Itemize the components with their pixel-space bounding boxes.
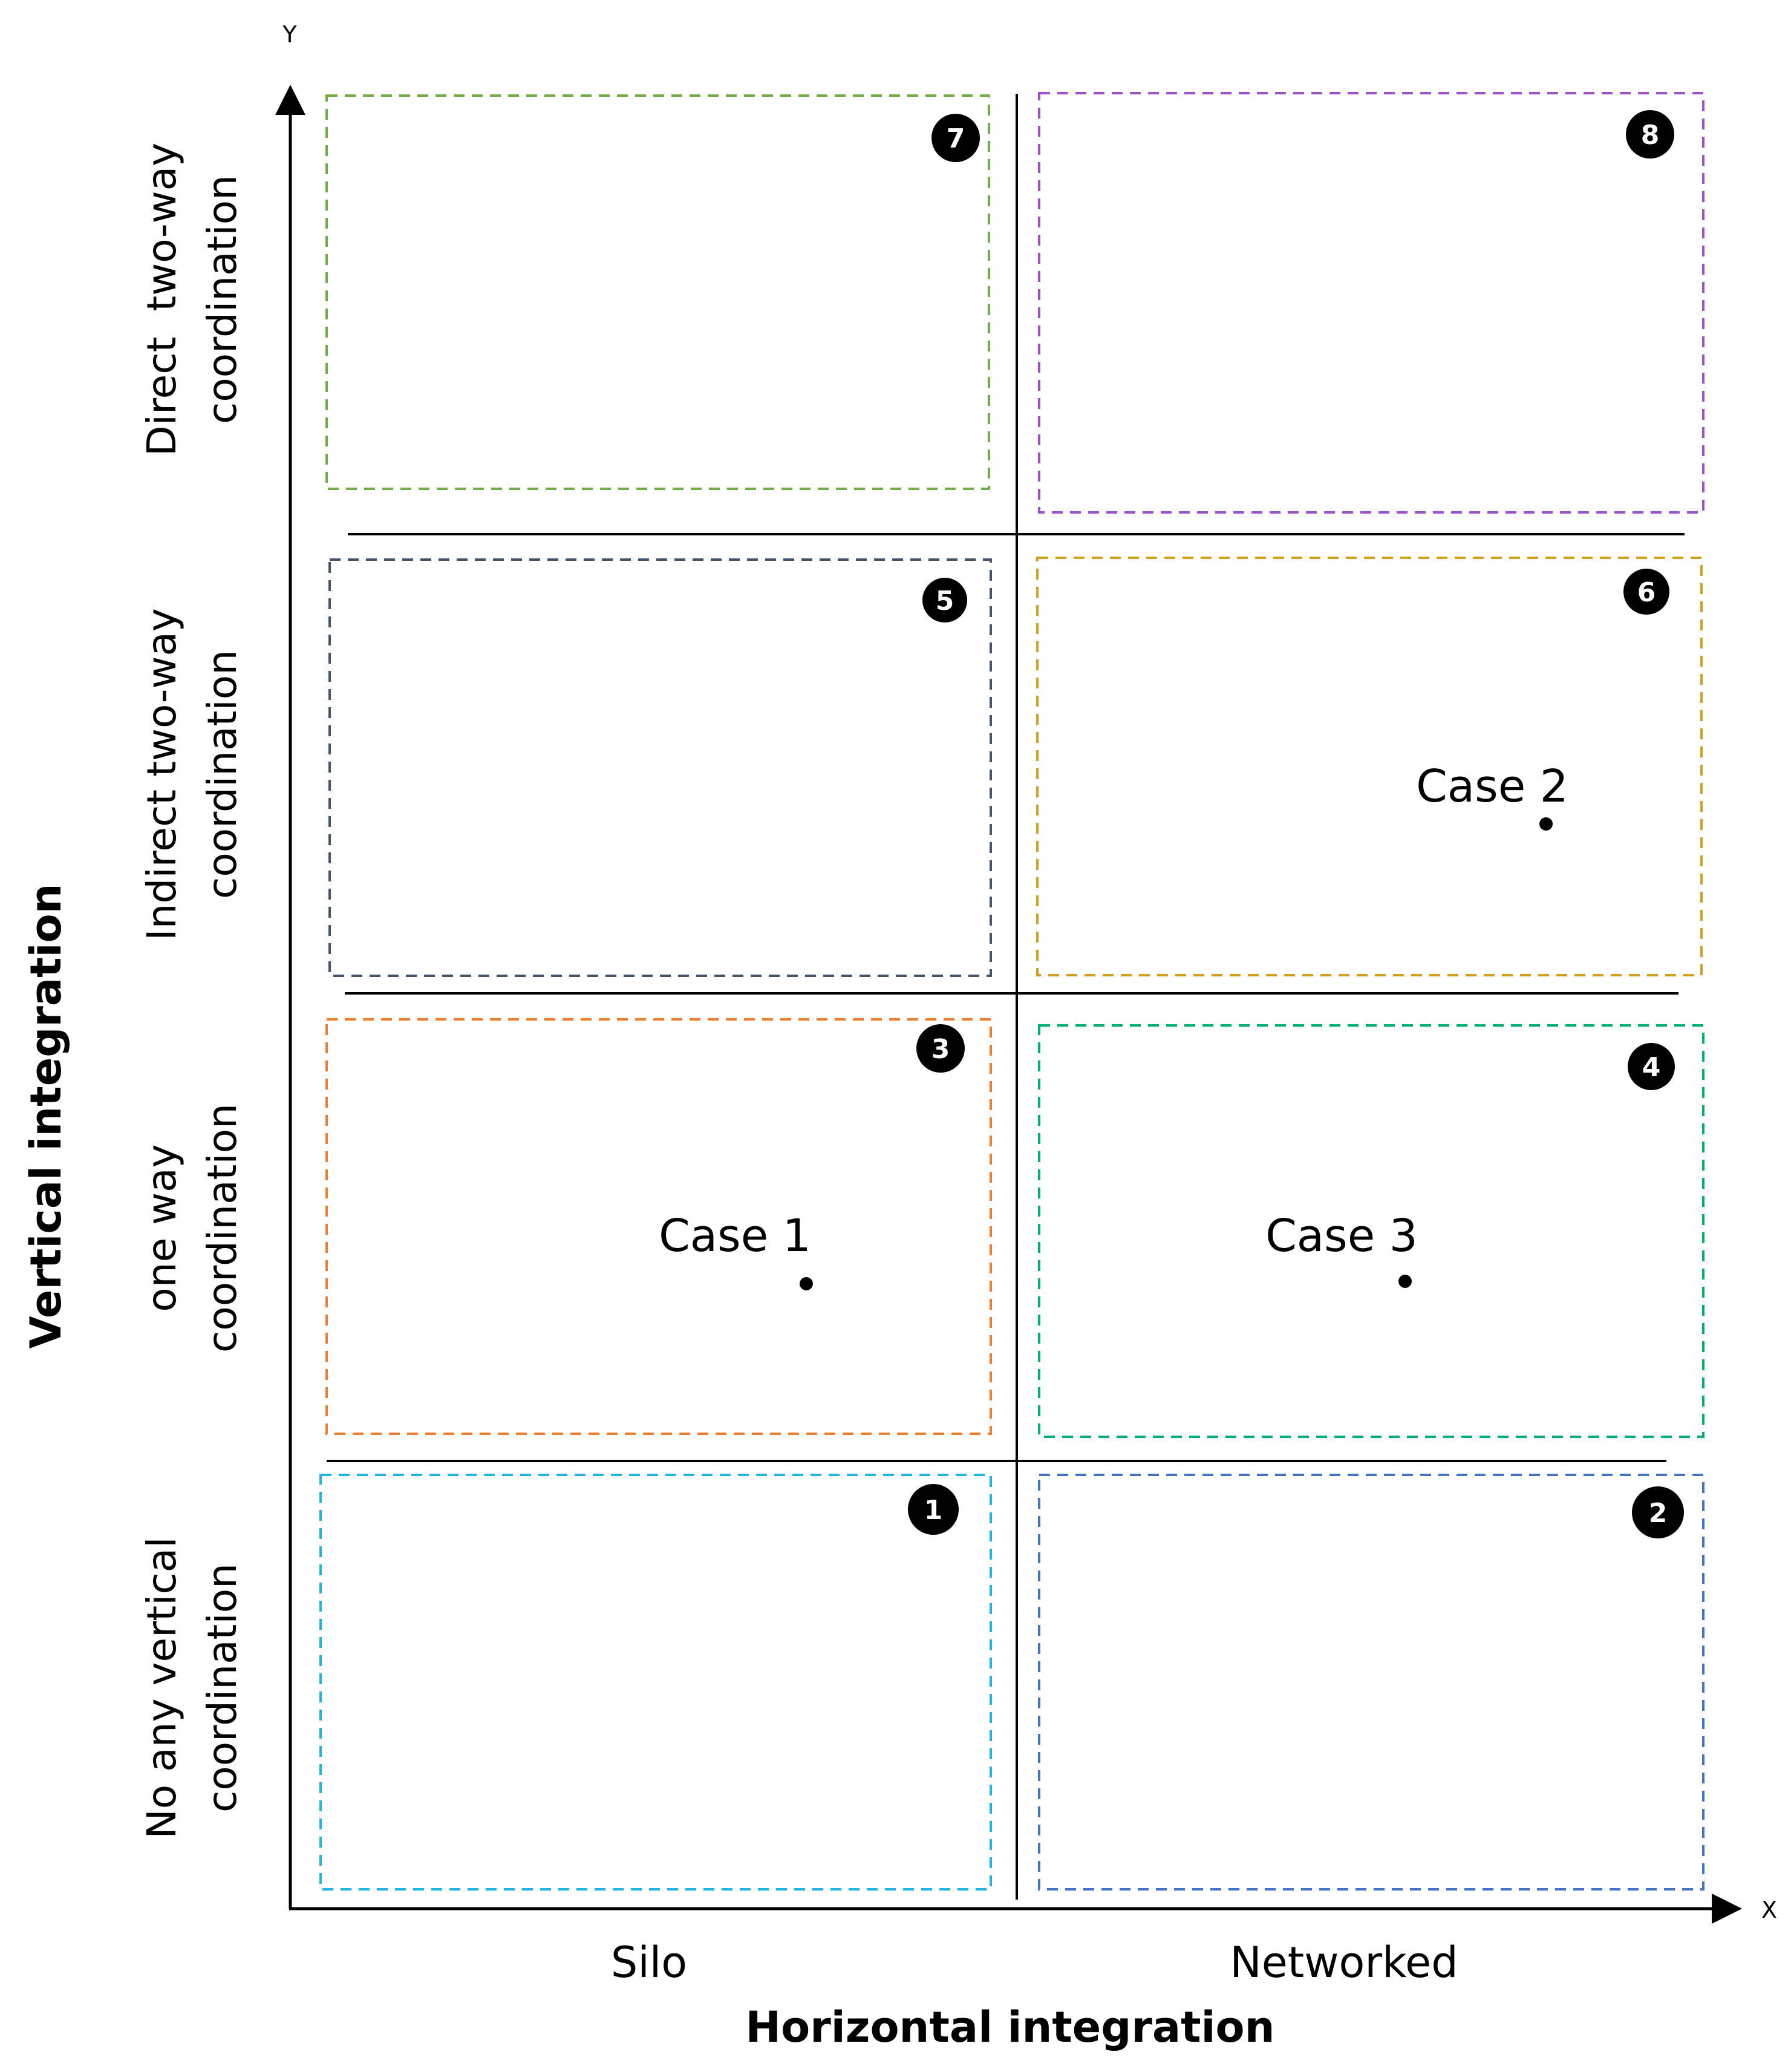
row-label-none: No any vertical coordination	[139, 1537, 246, 1838]
cell-badge-4: 4	[1628, 1043, 1675, 1090]
row-label-none-line2: coordination	[199, 1563, 246, 1812]
cell-box-3	[325, 1018, 992, 1435]
row-label-direct-line2: coordination	[199, 175, 246, 424]
cell-badge-8: 8	[1626, 110, 1674, 159]
case-marker-1: Case 1	[659, 1210, 813, 1290]
case-marker-3: Case 3	[1265, 1210, 1418, 1288]
cell-box-5	[328, 558, 992, 977]
row-label-none-line1: No any vertical	[139, 1537, 185, 1838]
column-label-networked: Networked	[1230, 1938, 1458, 1987]
cell-badge-6: 6	[1623, 569, 1669, 615]
row-label-indirect: Indirect two-way coordination	[139, 608, 246, 941]
cell-badge-7: 7	[931, 114, 980, 162]
badge-number-5: 5	[936, 586, 954, 616]
row-label-one-way-line1: one way	[139, 1144, 185, 1312]
badge-number-7: 7	[947, 123, 965, 154]
badge-circle-1	[908, 1484, 959, 1535]
x-axis-title: Horizontal integration	[746, 2002, 1275, 2052]
case-dot-2	[1539, 817, 1553, 831]
row-label-indirect-line1: Indirect two-way	[139, 608, 185, 941]
badge-number-2: 2	[1649, 1498, 1668, 1529]
badge-circle-5	[922, 578, 967, 623]
case-label-3: Case 3	[1265, 1210, 1418, 1262]
badge-number-6: 6	[1637, 577, 1656, 608]
badge-circle-8	[1626, 110, 1674, 159]
badge-number-4: 4	[1642, 1052, 1661, 1083]
cell-box-8	[1038, 92, 1705, 514]
cell-box-7	[325, 94, 990, 490]
badge-circle-4	[1628, 1043, 1675, 1090]
badge-number-3: 3	[931, 1034, 950, 1065]
row-label-one-way-line2: coordination	[199, 1103, 246, 1353]
column-label-silo: Silo	[611, 1938, 687, 1987]
badge-circle-7	[931, 114, 980, 162]
case-dot-1	[800, 1277, 813, 1290]
case-marker-2: Case 2	[1416, 760, 1568, 831]
row-label-direct-line1: Direct two-way	[139, 143, 185, 456]
cell-badge-5: 5	[922, 578, 967, 623]
row-label-one-way: one way coordination	[139, 1103, 246, 1353]
badge-circle-6	[1623, 569, 1669, 615]
cell-box-1	[319, 1474, 992, 1891]
case-dot-3	[1398, 1275, 1412, 1288]
cell-box-2	[1038, 1474, 1705, 1891]
case-label-1: Case 1	[659, 1210, 811, 1262]
cell-badge-2: 2	[1632, 1486, 1684, 1538]
badge-circle-2	[1632, 1486, 1684, 1538]
cell-box-6	[1036, 557, 1703, 976]
x-axis-letter: X	[1761, 1897, 1777, 1923]
cell-box-4	[1038, 1024, 1705, 1438]
cell-badge-1: 1	[908, 1484, 959, 1535]
cell-badge-3: 3	[916, 1024, 965, 1073]
y-axis-letter: Y	[282, 21, 297, 48]
y-axis-title: Vertical integration	[21, 884, 71, 1349]
badge-number-1: 1	[924, 1495, 943, 1526]
badge-circle-3	[916, 1024, 965, 1073]
row-label-direct: Direct two-way coordination	[139, 143, 246, 456]
case-label-2: Case 2	[1416, 760, 1568, 812]
row-label-indirect-line2: coordination	[199, 650, 246, 899]
badge-number-8: 8	[1641, 120, 1660, 151]
